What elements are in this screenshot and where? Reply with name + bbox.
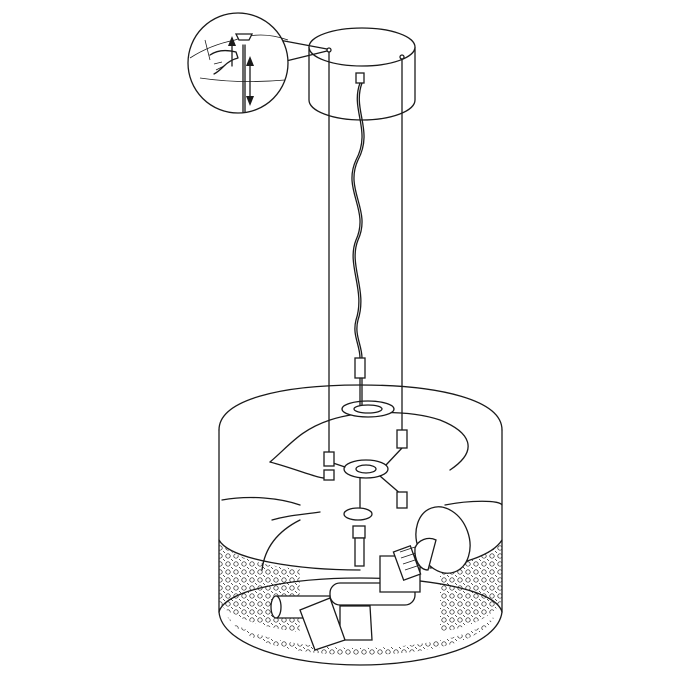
- suspension-wires: [328, 51, 403, 456]
- bulb: [392, 506, 471, 582]
- threaded-nipple: [352, 525, 366, 539]
- drum-shade: [218, 384, 503, 666]
- detail-inset: [187, 12, 328, 114]
- lamp-socket-bottom: [299, 597, 346, 651]
- lamp-holders: [270, 357, 421, 651]
- power-cable: [351, 82, 363, 359]
- ceiling-canopy: [308, 27, 416, 121]
